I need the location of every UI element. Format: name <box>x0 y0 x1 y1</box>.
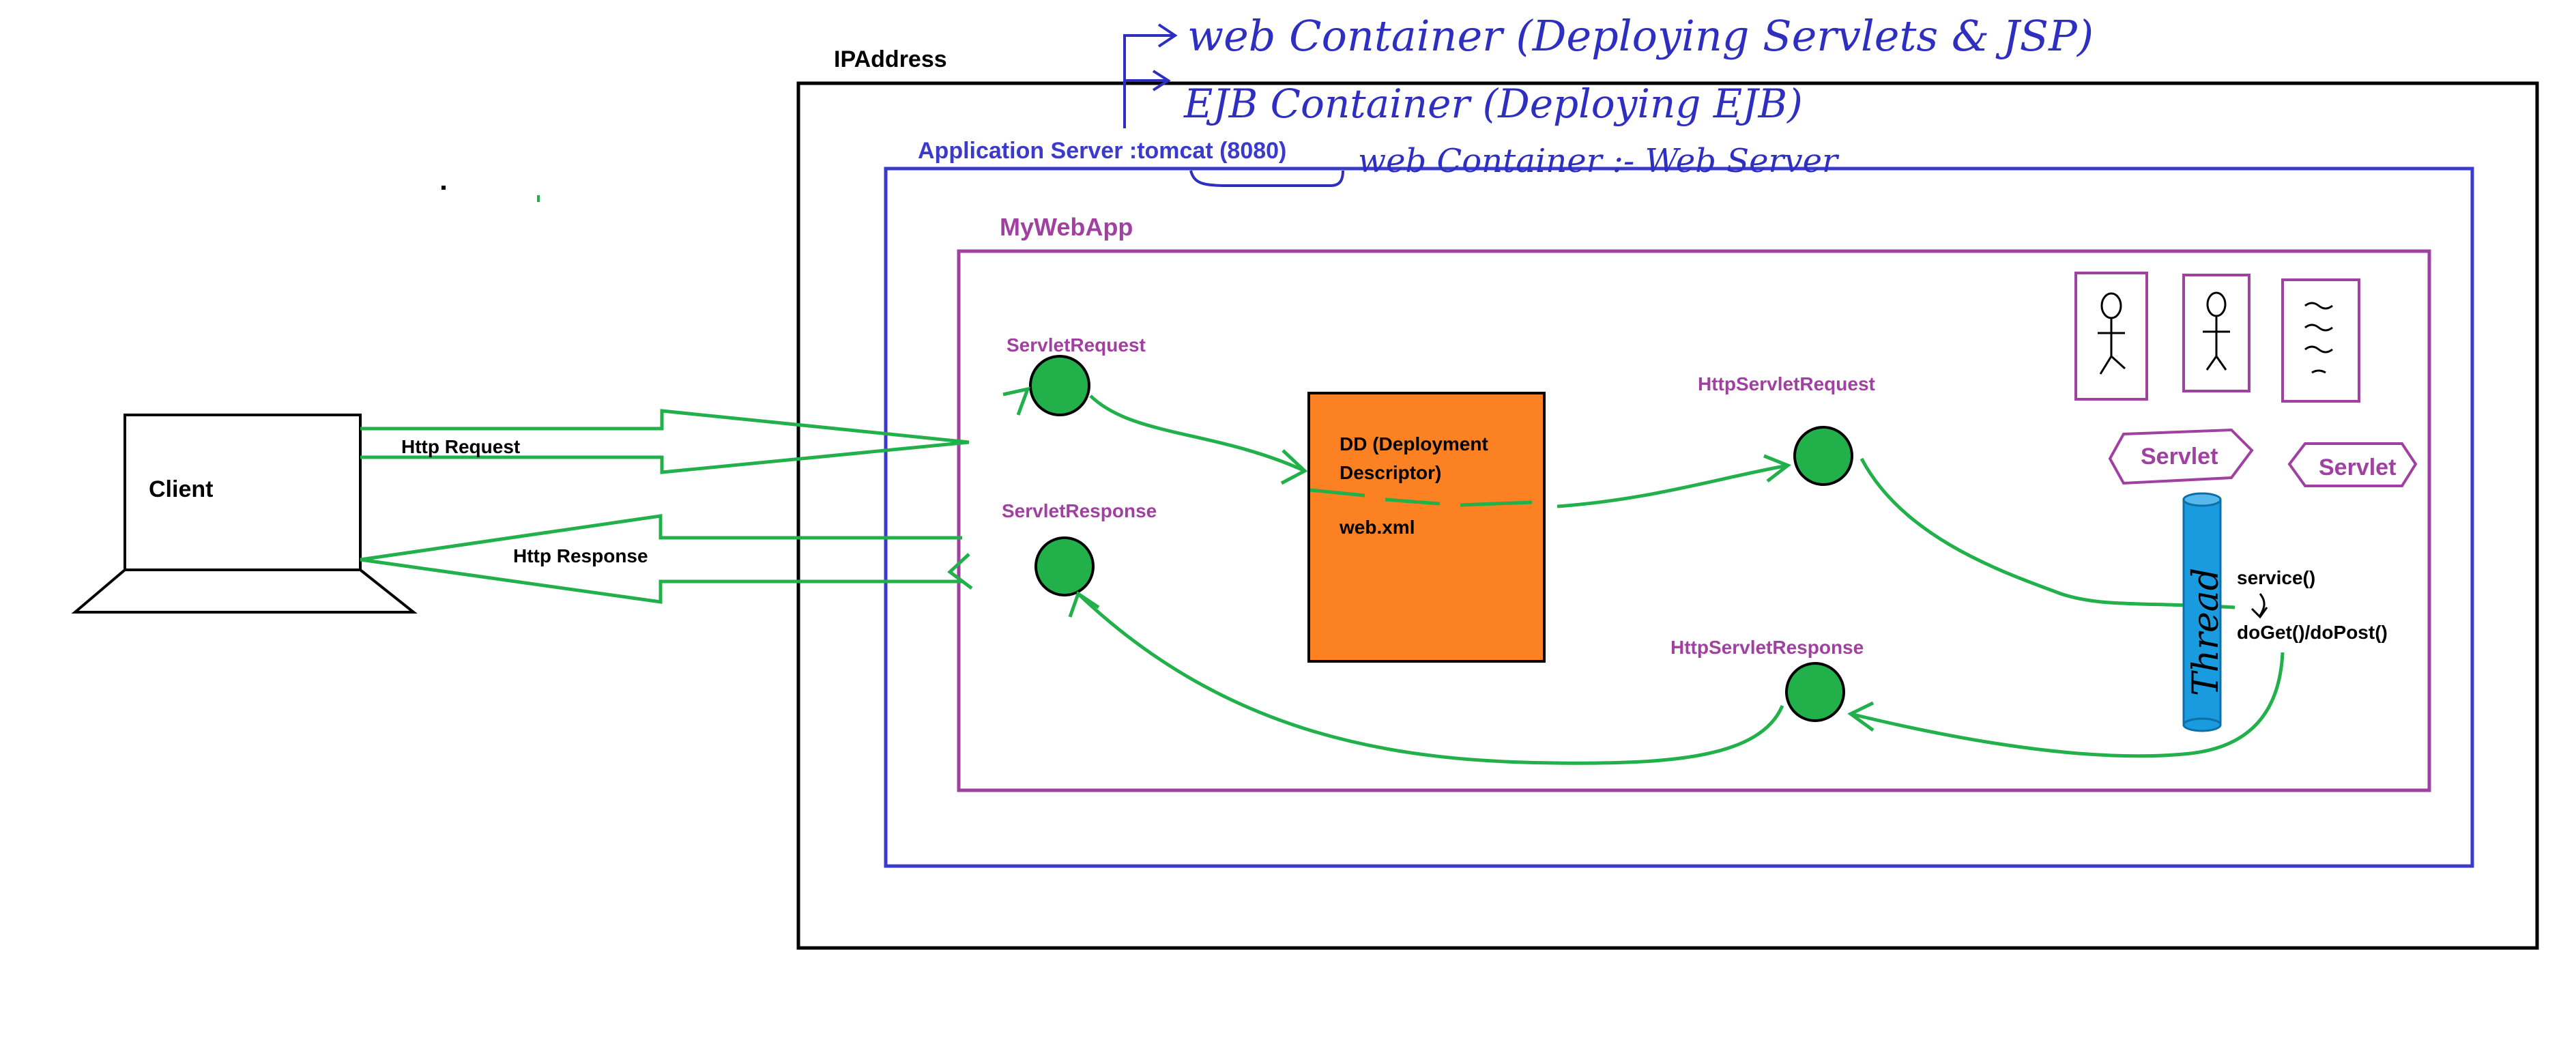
flow-request-to-dd-head <box>1280 449 1308 485</box>
stray-dot-green <box>537 195 540 202</box>
thread-cylinder <box>2182 492 2222 732</box>
servlet-badge-2: Servlet <box>2287 442 2418 487</box>
flow-response-exit-head <box>947 553 973 590</box>
servlet-instance-person-1 <box>2074 272 2148 401</box>
flow-dd-to-http-request <box>1309 488 1533 507</box>
handwritten-note-2: EJB Container (Deploying EJB) <box>1183 81 1803 127</box>
flow-http-request-to-thread <box>1859 457 2235 609</box>
servlet-response-label: ServletResponse <box>1002 500 1157 521</box>
handwritten-bracket <box>1123 23 1178 128</box>
flow-http-response-head <box>1068 591 1100 618</box>
stick-figure-icon <box>2098 292 2126 375</box>
http-servlet-request-label: HttpServletRequest <box>1698 373 1875 394</box>
application-server-box <box>884 167 2474 868</box>
dd-title-line2: Descriptor) <box>1340 462 1441 483</box>
flow-dd-out-head <box>1763 454 1792 483</box>
service-to-doget-arrow <box>2251 593 2268 619</box>
mywebapp-label: MyWebApp <box>1000 213 1133 241</box>
http-servlet-response-node <box>1785 662 1845 722</box>
http-response-arrow <box>360 514 962 604</box>
http-servlet-response-label: HttpServletResponse <box>1670 637 1864 658</box>
servlet-badge-1: Servlet <box>2108 428 2254 485</box>
flow-dd-out-to-http-request <box>1557 463 1789 508</box>
dd-title-line1: DD (Deployment <box>1340 433 1488 455</box>
stick-figure-icon <box>2203 291 2230 371</box>
flow-http-response-to-servlet-response <box>1077 592 1784 765</box>
handwritten-note-3: web Container :- Web Server <box>1358 142 1840 180</box>
ip-address-label: IPAddress <box>834 46 947 72</box>
servlet-request-label: ServletRequest <box>1007 334 1146 356</box>
ip-address-box <box>796 81 2539 950</box>
handwritten-underline <box>1189 170 1344 187</box>
servlet-response-node <box>1034 536 1095 596</box>
stray-dot-black <box>442 186 446 190</box>
flow-thread-to-http-response <box>1850 652 2285 758</box>
document-icon <box>2304 302 2333 374</box>
dd-file-label: web.xml <box>1339 517 1415 538</box>
http-request-label: Http Request <box>401 436 520 457</box>
service-method-label: service() <box>2237 567 2315 588</box>
thread-label: Thread <box>2186 568 2227 696</box>
http-request-arrow <box>360 409 970 474</box>
servlet-request-node <box>1029 355 1090 416</box>
application-server-label: Application Server :tomcat (8080) <box>918 138 1286 164</box>
flow-request-to-dd <box>1089 394 1306 473</box>
servlet-badge-label: Servlet <box>2319 455 2396 480</box>
http-response-label: Http Response <box>513 545 648 566</box>
doget-dopost-label: doGet()/doPost() <box>2237 622 2388 643</box>
servlet-badge-label: Servlet <box>2141 444 2218 470</box>
mywebapp-box <box>957 249 2431 792</box>
client-laptop-icon <box>71 414 418 614</box>
servlet-instance-person-2 <box>2182 274 2251 392</box>
flow-request-entry-head <box>1002 386 1030 416</box>
client-label: Client <box>149 476 213 502</box>
flow-thread-to-http-response-head <box>1847 701 1875 732</box>
http-servlet-request-node <box>1793 426 1853 486</box>
handwritten-note-1: web Container (Deploying Servlets & JSP) <box>1187 11 2094 61</box>
deployment-descriptor-box <box>1307 392 1546 663</box>
servlet-config-document <box>2281 278 2360 403</box>
